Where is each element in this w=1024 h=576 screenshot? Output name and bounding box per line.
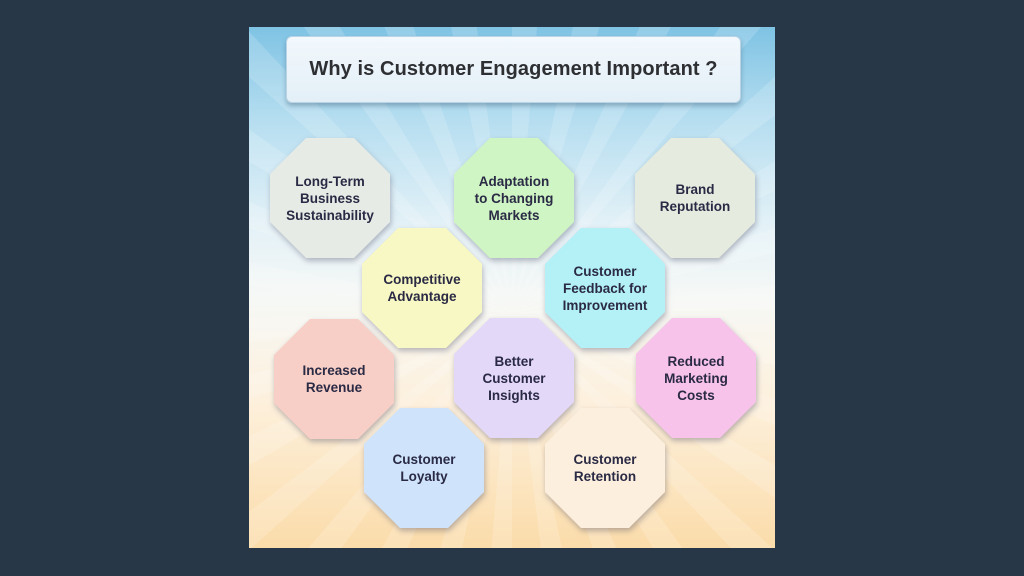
octagon-customer-feedback: Customer Feedback for Improvement <box>545 228 665 348</box>
octagon-label: Competitive Advantage <box>383 272 461 304</box>
octagon-competitive-advantage: Competitive Advantage <box>362 228 482 348</box>
octagon-adaptation-markets: Adaptation to Changing Markets <box>454 138 574 258</box>
octagon-better-insights: Better Customer Insights <box>454 318 574 438</box>
octagon-label: Long-Term Business Sustainability <box>286 173 374 223</box>
octagon-increased-revenue: Increased Revenue <box>274 319 394 439</box>
octagon-brand-reputation: Brand Reputation <box>635 138 755 258</box>
octagon-label: Better Customer Insights <box>482 353 546 403</box>
background-rays <box>249 27 775 548</box>
octagon-label: Increased Revenue <box>302 363 366 395</box>
octagon-label: Brand Reputation <box>659 182 731 214</box>
octagon-label: Reduced Marketing Costs <box>664 353 728 403</box>
octagon-long-term-sustainability: Long-Term Business Sustainability <box>270 138 390 258</box>
page-title: Why is Customer Engagement Important ? <box>309 58 718 80</box>
octagon-label: Adaptation to Changing Markets <box>474 173 554 223</box>
octagon-label: Customer Retention <box>573 452 637 484</box>
octagon-customer-retention: Customer Retention <box>545 408 665 528</box>
infographic-panel: Why is Customer Engagement Important ? L… <box>249 27 775 548</box>
octagon-customer-loyalty: Customer Loyalty <box>364 408 484 528</box>
octagon-reduced-marketing-costs: Reduced Marketing Costs <box>636 318 756 438</box>
title-box: Why is Customer Engagement Important ? <box>286 36 741 103</box>
octagon-label: Customer Feedback for Improvement <box>562 263 648 313</box>
octagon-label: Customer Loyalty <box>392 452 456 484</box>
